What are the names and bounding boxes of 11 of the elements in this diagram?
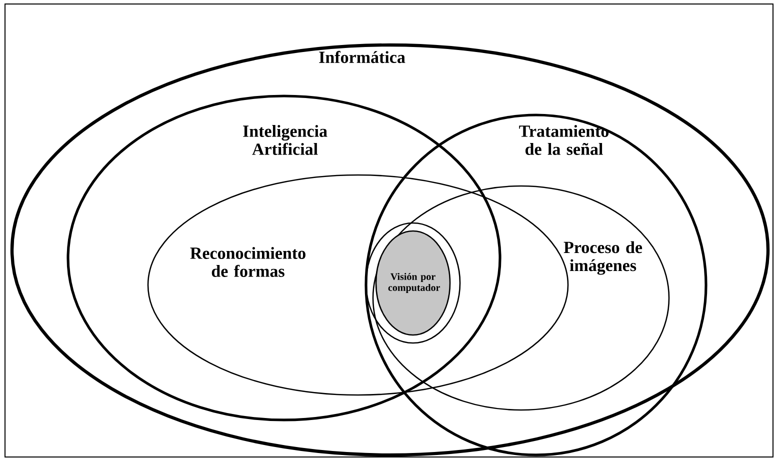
ellipse-label: Tratamiento de la señal xyxy=(519,125,609,155)
ellipse-label: Visión por computador xyxy=(388,272,440,294)
ellipse xyxy=(66,94,502,422)
ellipse xyxy=(365,222,461,344)
ellipse xyxy=(375,230,451,336)
ellipse-label: Proceso de imágenes xyxy=(564,241,642,275)
ellipse-label: Informática xyxy=(319,50,406,64)
ellipse xyxy=(364,114,708,456)
ellipse-label: Reconocimiento de formas xyxy=(190,247,306,277)
ellipse-label: Inteligencia Artificial xyxy=(243,125,328,155)
ellipse xyxy=(372,185,670,411)
